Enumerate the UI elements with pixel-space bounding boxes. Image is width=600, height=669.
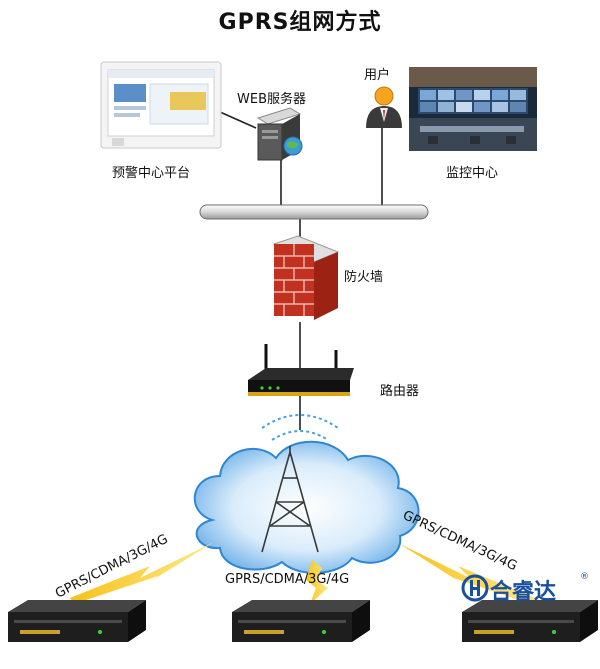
link-label-center: GPRS/CDMA/3G/4G [225,572,350,587]
firewall-label: 防火墙 [344,270,384,285]
router-label: 路由器 [380,384,420,399]
firewall-icon [272,235,340,320]
cloud-icon [193,440,420,574]
user-icon [366,86,402,128]
device-right [462,600,598,642]
signal-waves-icon [261,414,339,441]
router-icon [248,344,354,396]
device-center [232,600,370,642]
link-label-right: GPRS/CDMA/3G/4G [400,508,519,574]
lightning-icon [70,542,540,606]
platform-label: 预警中心平台 [112,166,191,181]
web-server-label: WEB服务器 [237,92,306,107]
network-bus [199,204,429,220]
brand-registered-mark: ® [580,572,589,582]
diagram-title: GPRS组网方式 [218,10,382,35]
user-label: 用户 [364,68,391,83]
monitor-room-icon [409,67,537,151]
tower-icon [261,446,319,553]
server-icon [256,107,303,161]
device-left [8,600,146,642]
brand-logo-icon [461,574,489,602]
platform-screen-icon [100,61,222,149]
connector-lines [219,111,383,430]
brand-name: 合睿达 [490,580,557,605]
monitor-center-label: 监控中心 [446,166,499,181]
